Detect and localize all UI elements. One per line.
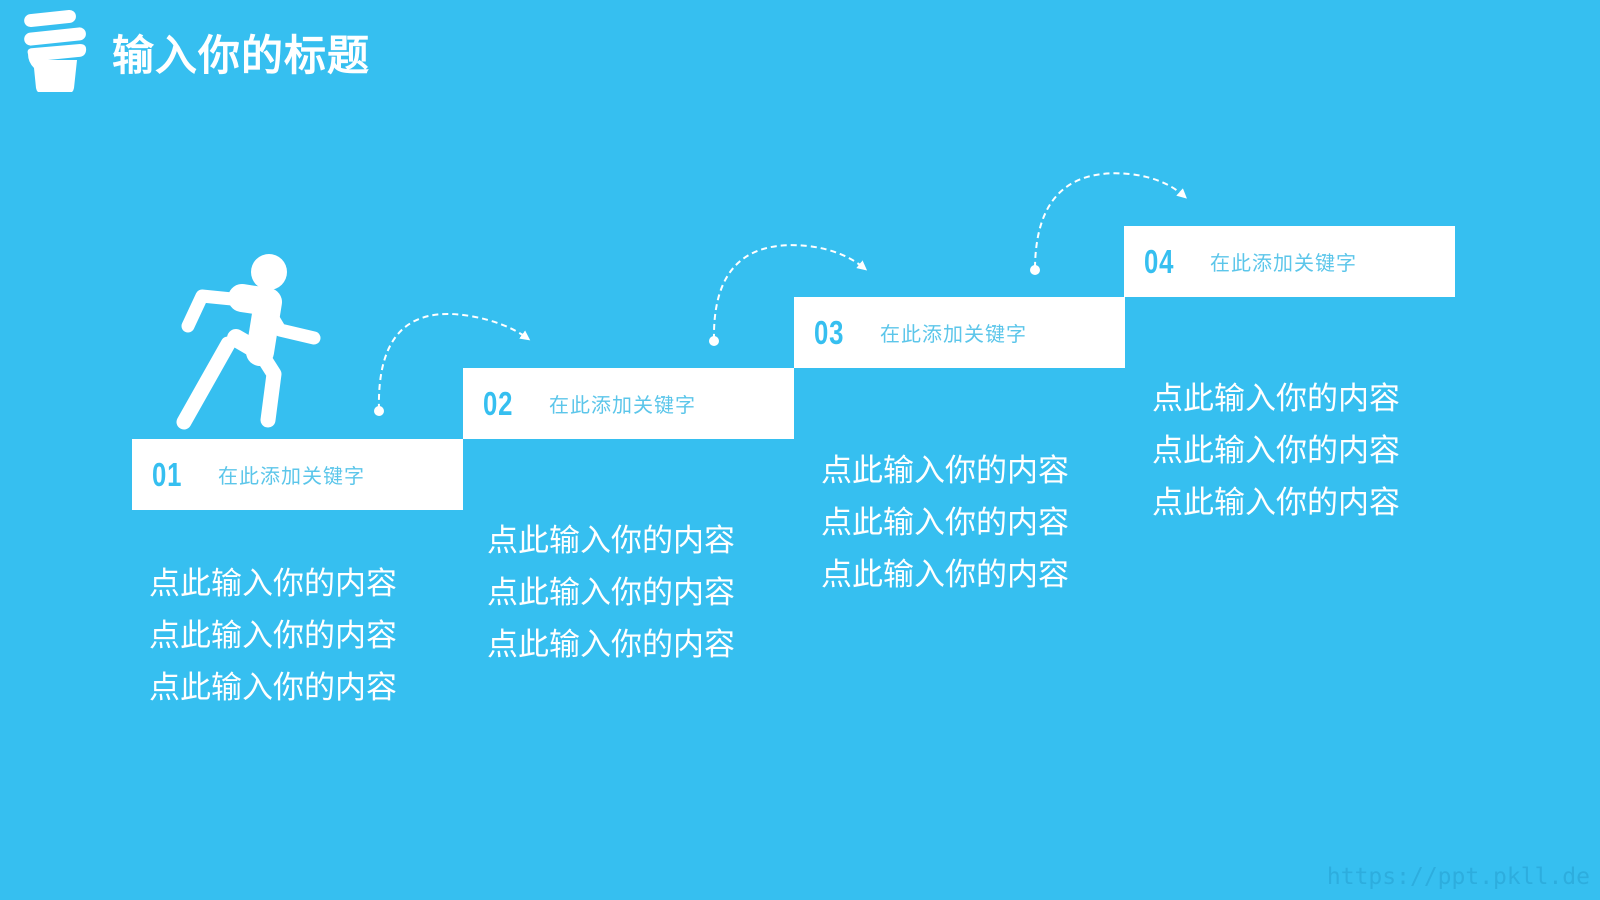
step-4-header: 04 在此添加关键字	[1124, 226, 1455, 297]
content-line: 点此输入你的内容	[487, 627, 735, 663]
step-number: 01	[152, 455, 183, 493]
step-keyword[interactable]: 在此添加关键字	[218, 464, 365, 488]
step-1-content[interactable]: 点此输入你的内容 点此输入你的内容 点此输入你的内容	[149, 558, 397, 714]
content-line: 点此输入你的内容	[1152, 381, 1400, 417]
content-line: 点此输入你的内容	[487, 575, 735, 611]
content-line: 点此输入你的内容	[1152, 433, 1400, 469]
content-line: 点此输入你的内容	[149, 566, 397, 602]
step-keyword[interactable]: 在此添加关键字	[880, 322, 1027, 346]
content-line: 点此输入你的内容	[821, 453, 1069, 489]
step-3-header: 03 在此添加关键字	[794, 297, 1125, 368]
step-number: 04	[1144, 242, 1175, 280]
step-keyword[interactable]: 在此添加关键字	[1210, 251, 1357, 275]
content-line: 点此输入你的内容	[1152, 485, 1400, 521]
step-number: 03	[814, 313, 845, 351]
lightbulb-icon	[24, 9, 87, 92]
step-4-content[interactable]: 点此输入你的内容 点此输入你的内容 点此输入你的内容	[1152, 373, 1400, 529]
content-line: 点此输入你的内容	[149, 670, 397, 706]
content-line: 点此输入你的内容	[821, 505, 1069, 541]
page-title: 输入你的标题	[112, 31, 371, 80]
step-2-content[interactable]: 点此输入你的内容 点此输入你的内容 点此输入你的内容	[487, 515, 735, 671]
watermark: https://ppt.pkll.de	[1326, 864, 1590, 890]
walking-person-icon	[176, 254, 321, 430]
content-line: 点此输入你的内容	[487, 523, 735, 559]
step-3-content[interactable]: 点此输入你的内容 点此输入你的内容 点此输入你的内容	[821, 445, 1069, 601]
step-1-header: 01 在此添加关键字	[132, 439, 463, 510]
step-2-header: 02 在此添加关键字	[463, 368, 794, 439]
step-keyword[interactable]: 在此添加关键字	[549, 393, 696, 417]
content-line: 点此输入你的内容	[821, 557, 1069, 593]
content-line: 点此输入你的内容	[149, 618, 397, 654]
step-number: 02	[483, 384, 514, 422]
